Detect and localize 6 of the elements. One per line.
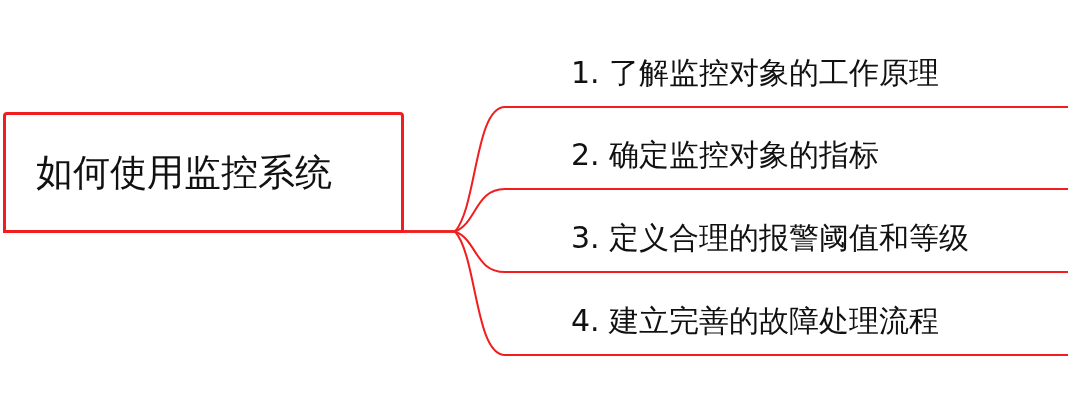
branch-topic: 4. 建立完善的故障处理流程 [505, 296, 1068, 356]
branch-line [403, 230, 506, 356]
topic-box: 如何使用监控系统 [3, 112, 404, 233]
branch-topic: 2. 确定监控对象的指标 [505, 130, 1068, 190]
branch-topic: 3. 定义合理的报警阈值和等级 [505, 213, 1068, 273]
branch-topic: 1. 了解监控对象的工作原理 [505, 48, 1068, 108]
